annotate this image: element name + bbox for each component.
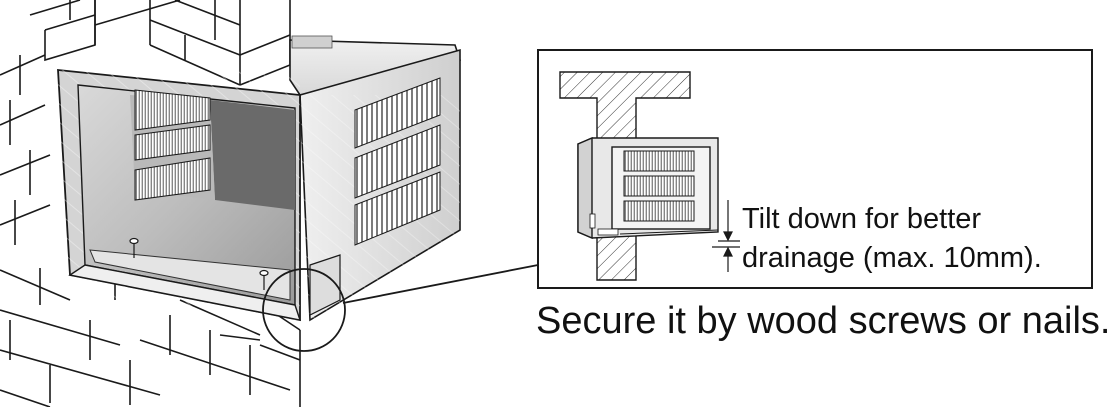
arrow-down-icon [723,200,733,242]
screw-icon [129,237,269,290]
arrow-up-icon [723,246,733,272]
secure-caption: Secure it by wood screws or nails. [536,300,1107,342]
unit-section [577,136,719,240]
side-louvers [354,77,441,246]
tilt-indicator [712,200,740,272]
air-conditioner-sleeve [57,35,462,322]
interior-louvers [134,89,211,201]
tilt-note-line2: drainage (max. 10mm). [742,242,1042,274]
tilt-note-line1: Tilt down for better [742,203,982,235]
top-vent [291,35,333,49]
detail-circle [262,264,539,352]
inset-detail-box [537,49,1093,289]
